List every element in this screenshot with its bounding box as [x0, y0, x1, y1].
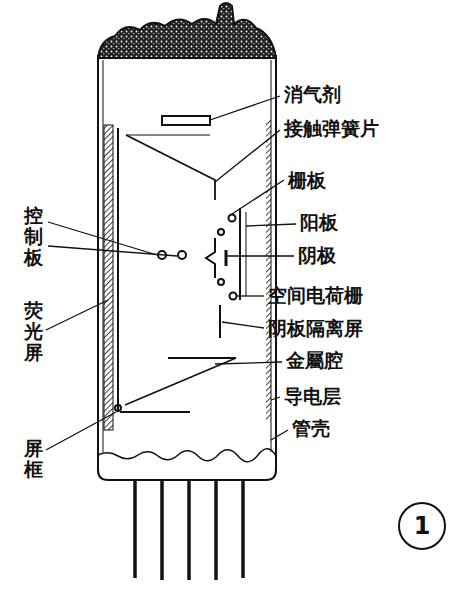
- part-label: 消气剂: [284, 84, 341, 105]
- part-label: 荧光屏: [24, 300, 43, 363]
- part-label: 栅板: [288, 170, 326, 191]
- part-label: 导电层: [284, 386, 341, 407]
- part-label: 接触弹簧片: [284, 118, 379, 139]
- part-label: 屏框: [24, 438, 43, 480]
- part-label: 阳板: [300, 212, 338, 233]
- part-label: 阴板隔离屏: [268, 318, 363, 339]
- part-label: 管壳: [292, 418, 330, 439]
- figure-number-circle: 1: [398, 502, 446, 550]
- part-label: 空间电荷栅: [268, 285, 363, 306]
- part-label: 控制板: [24, 205, 43, 268]
- part-label: 阴极: [298, 245, 336, 266]
- figure-number: 1: [414, 512, 431, 540]
- part-label: 金屬腔: [286, 350, 343, 371]
